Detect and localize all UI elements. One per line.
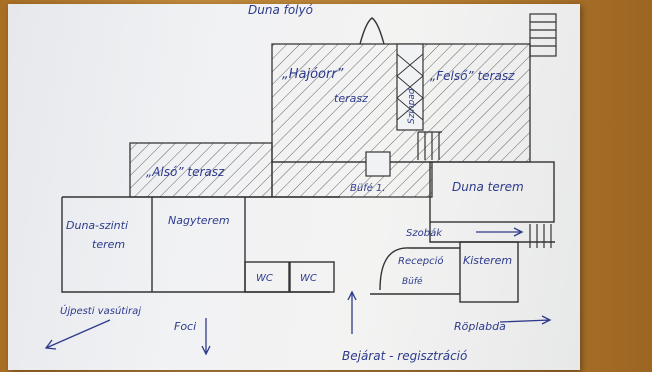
- label-nagyterem: Nagyterem: [168, 214, 230, 227]
- label-recepcio-bufe: Büfé: [402, 276, 423, 287]
- building-outlines: [61, 161, 555, 303]
- label-wc-1: WC: [256, 273, 273, 284]
- label-bejarat: Bejárat - regisztráció: [342, 349, 467, 363]
- label-duna-terem: Duna terem: [452, 180, 524, 194]
- label-hajoorr-terrace-2: terasz: [334, 92, 368, 105]
- stairs-lower: [529, 224, 552, 248]
- label-bufe1: Büfé 1.: [350, 182, 386, 194]
- label-duna-szinti-terem-2: terem: [92, 238, 125, 251]
- arrows: [44, 227, 552, 356]
- label-szinpad: Színpad: [407, 88, 417, 124]
- label-foci: Foci: [174, 320, 196, 333]
- bufe-square: [365, 151, 391, 177]
- label-hajoorr-terrace: „Hajóorr”: [282, 67, 344, 82]
- label-wc-2: WC: [300, 273, 317, 284]
- label-szobak: Szobák: [406, 227, 443, 239]
- label-roplabda: Röplabda: [454, 320, 506, 333]
- label-recepcio: Recepció: [398, 255, 444, 267]
- label-river: Duna folyó: [248, 3, 313, 17]
- label-kisterem: Kisterem: [463, 254, 512, 267]
- label-ujpesti: Újpesti vasútiraj: [60, 304, 141, 317]
- label-also-terrace: „Alsó” terasz: [146, 165, 225, 179]
- label-duna-szinti-terem: Duna-szinti: [66, 219, 128, 232]
- stairs-middle: [417, 131, 442, 160]
- label-felso-terrace: „Felső” terasz: [430, 69, 515, 83]
- stairs-top: [529, 13, 557, 57]
- stage-box: [396, 43, 424, 131]
- boat-nose: [359, 17, 385, 45]
